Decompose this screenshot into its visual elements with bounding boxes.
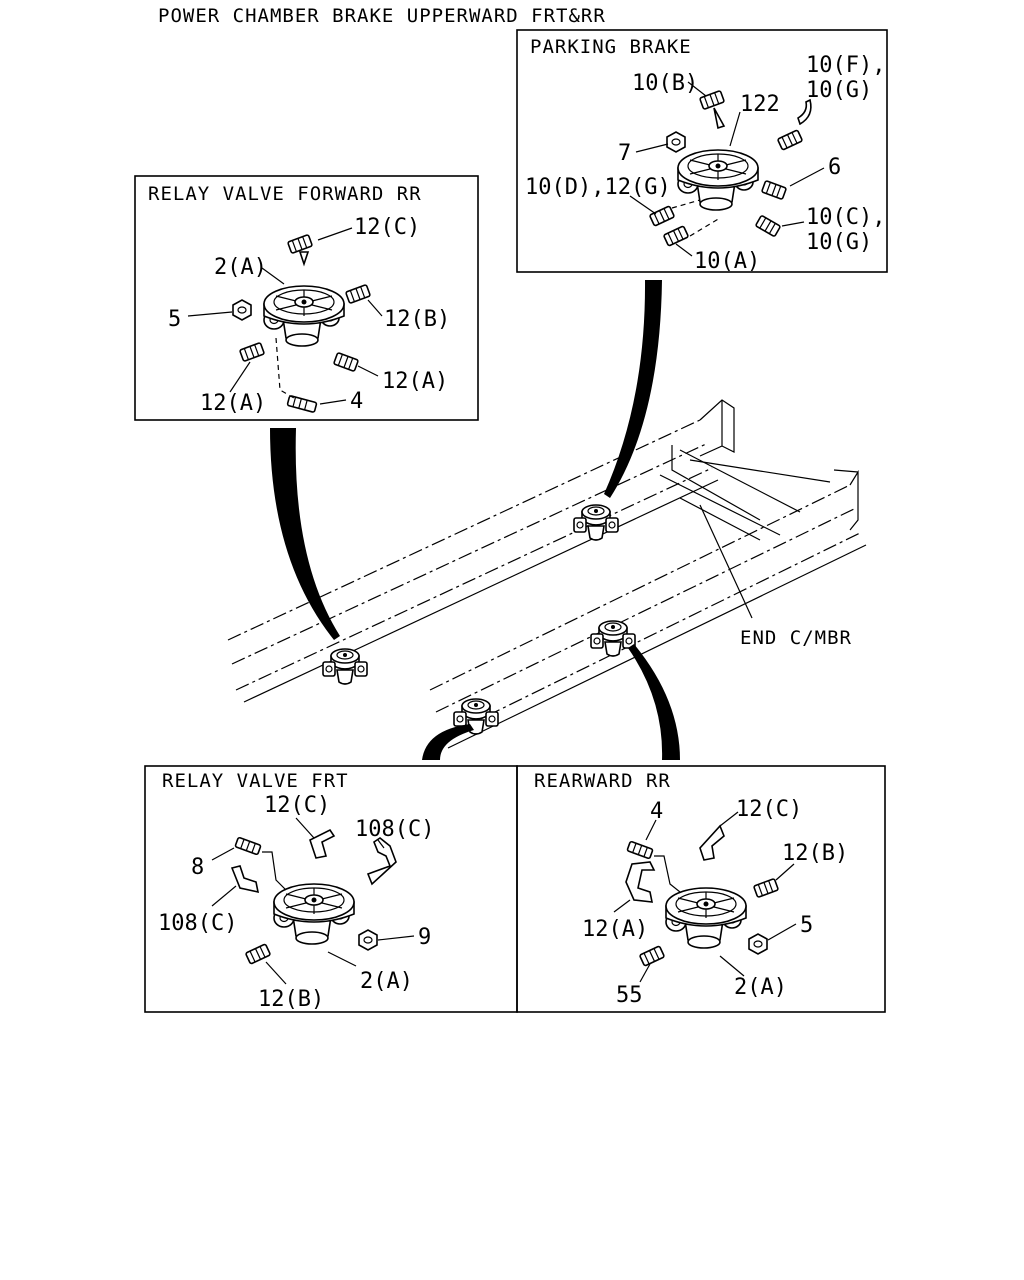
label-10b: 10(B) (632, 71, 698, 96)
label-2a: 2(A) (214, 255, 267, 280)
label-12a: 12(A) (582, 917, 648, 942)
relay-valve-forward-box: RELAY VALVE FORWARD RR 12(C) 2(A) 5 12(B… (134, 175, 479, 421)
relay-valve-forward-title: RELAY VALVE FORWARD RR (148, 183, 422, 205)
end-crossmember-label: END C/MBR (740, 627, 852, 649)
label-5: 5 (800, 913, 813, 938)
label-12c: 12(C) (264, 793, 330, 818)
label-10c: 10(C), (806, 205, 885, 230)
label-5: 5 (168, 307, 181, 332)
relay-valve-frt-title: RELAY VALVE FRT (162, 770, 349, 792)
rearward-box: REARWARD RR 4 12(C) 12(B) 12(A) 5 55 2(A… (516, 765, 886, 1013)
label-7: 7 (618, 141, 631, 166)
label-12a-right: 12(A) (382, 369, 448, 394)
label-10g-bottom: 10(G) (806, 230, 872, 255)
label-122: 122 (740, 92, 780, 117)
callout-connectors (270, 280, 680, 760)
label-12b: 12(B) (782, 841, 848, 866)
label-4: 4 (350, 389, 363, 414)
label-10g-top: 10(G) (806, 78, 872, 103)
label-10f: 10(F), (806, 53, 885, 78)
label-8: 8 (191, 855, 204, 880)
label-108c-left: 108(C) (158, 911, 237, 936)
label-55: 55 (616, 983, 643, 1008)
label-6: 6 (828, 155, 841, 180)
rearward-title: REARWARD RR (534, 770, 671, 792)
relay-valve-frt-box: RELAY VALVE FRT 12(C) 108(C) 8 108(C) 9 … (144, 765, 518, 1013)
parking-brake-box: PARKING BRAKE 10(B) 10(F), 10(G) 122 7 6… (516, 29, 888, 274)
label-10d-12g: 10(D),12(G) (525, 175, 671, 200)
label-12c: 12(C) (354, 215, 420, 240)
label-2a: 2(A) (734, 975, 787, 1000)
label-2a: 2(A) (360, 969, 413, 994)
label-108c-top: 108(C) (355, 817, 434, 842)
page-title: POWER CHAMBER BRAKE UPPERWARD FRT&RR (158, 5, 606, 27)
label-4: 4 (650, 799, 663, 824)
chassis-frame: END C/MBR (227, 399, 867, 749)
label-12a-left: 12(A) (200, 391, 266, 416)
label-12b: 12(B) (384, 307, 450, 332)
label-9: 9 (418, 925, 431, 950)
label-10a: 10(A) (694, 249, 760, 274)
label-12b: 12(B) (258, 987, 324, 1012)
label-12c: 12(C) (736, 797, 802, 822)
parking-brake-title: PARKING BRAKE (530, 36, 692, 58)
